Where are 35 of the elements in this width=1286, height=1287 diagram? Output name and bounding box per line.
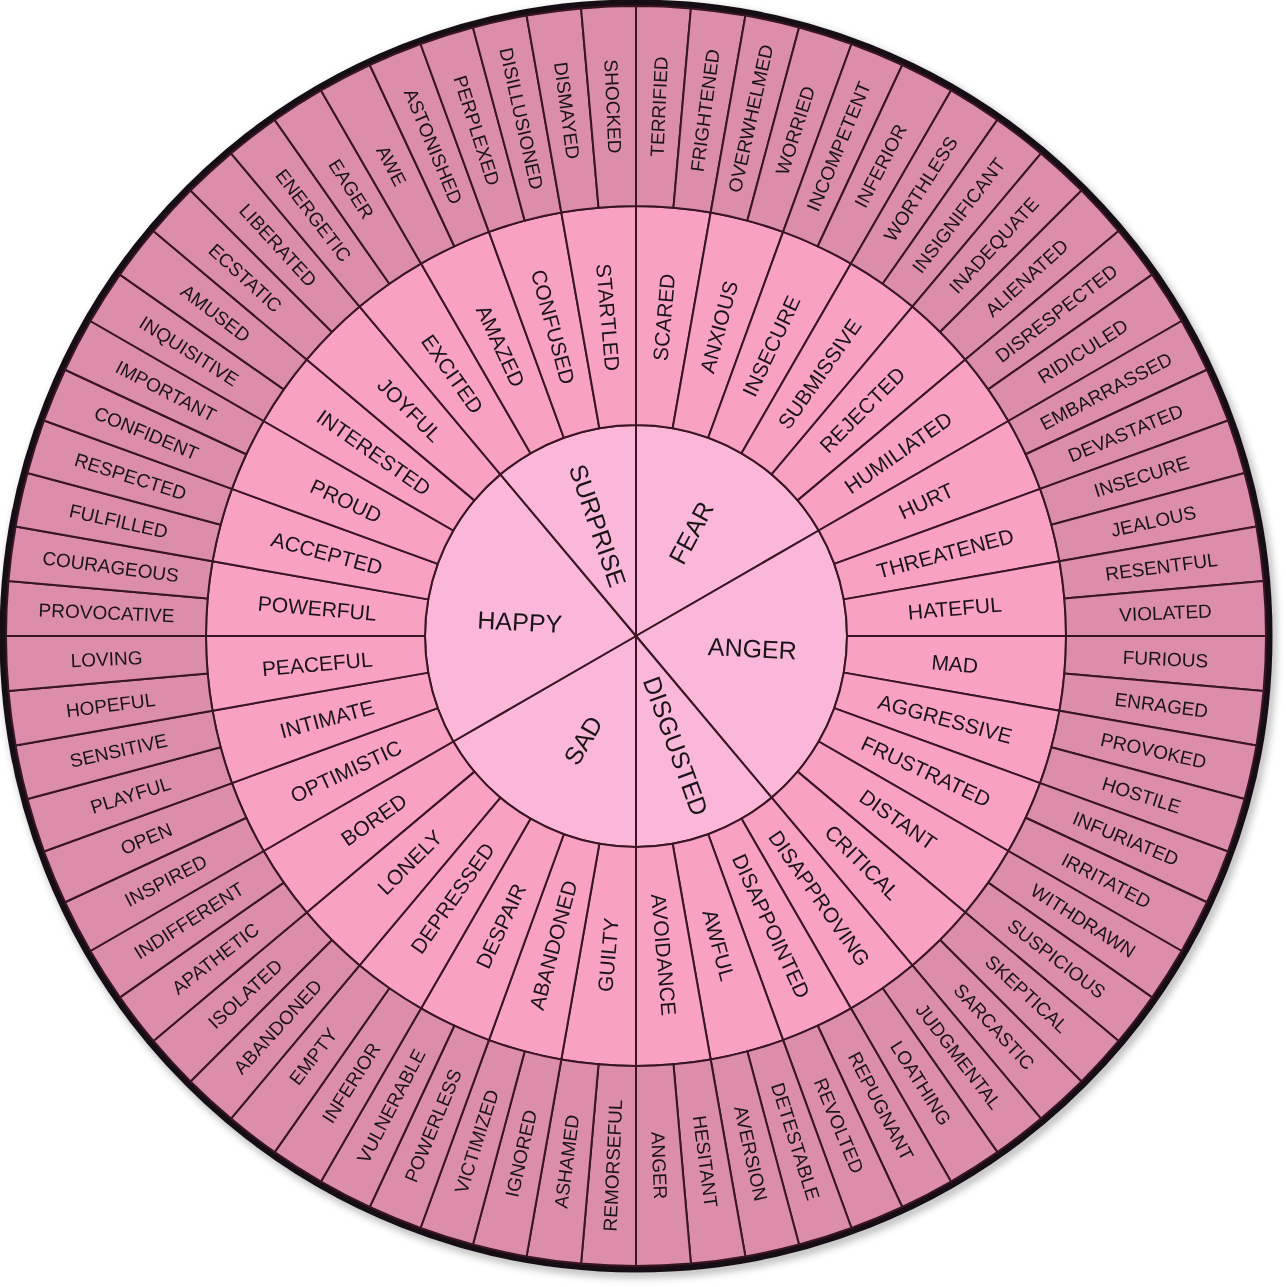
emotion-word: OPEN xyxy=(117,818,176,859)
emotion-word: VIOLATED xyxy=(1118,600,1213,626)
emotion-word: HAPPY xyxy=(476,605,563,638)
emotion-word: AVOIDANCE xyxy=(647,892,681,1017)
emotion-word: ASHAMED xyxy=(550,1113,584,1210)
emotion-word: FURIOUS xyxy=(1122,646,1209,672)
feeling-sector xyxy=(580,5,637,209)
emotion-word: JEALOUS xyxy=(1108,501,1198,541)
emotion-word: SCARED xyxy=(648,272,680,362)
emotion-word: ANGER xyxy=(647,1131,672,1200)
emotion-word: FRIGHTENED xyxy=(686,47,724,174)
feeling-sector xyxy=(1063,580,1267,637)
emotion-word: AWFUL xyxy=(698,907,740,984)
emotion-word: DISMAYED xyxy=(550,60,584,161)
emotion-word: HESITANT xyxy=(688,1114,722,1209)
emotion-word: HOPEFUL xyxy=(64,688,157,722)
emotion-word: TERRIFIED xyxy=(646,55,672,158)
emotion-word: GUILTY xyxy=(593,916,623,993)
emotion-word: SHOCKED xyxy=(600,59,626,154)
feeling-sector xyxy=(1063,635,1267,692)
emotion-word: POWERFUL xyxy=(256,591,378,625)
emotion-word: REMORSEFUL xyxy=(599,1099,627,1232)
emotion-word: ANGER xyxy=(707,631,798,665)
emotion-word: PEACEFUL xyxy=(261,647,374,681)
emotion-word: PROVOCATIVE xyxy=(38,599,175,627)
emotion-word: COURAGEOUS xyxy=(41,547,180,587)
feeling-sector xyxy=(5,635,209,692)
emotion-word: LOVING xyxy=(70,647,143,672)
emotion-word: STARTLED xyxy=(591,262,625,372)
feeling-sector xyxy=(635,1063,692,1267)
emotion-word: IGNORED xyxy=(501,1107,542,1199)
emotion-word: MAD xyxy=(930,650,980,678)
emotion-word: RESENTFUL xyxy=(1104,549,1219,585)
emotion-word: ENRAGED xyxy=(1113,688,1210,722)
emotion-word: HATEFUL xyxy=(906,592,1003,624)
